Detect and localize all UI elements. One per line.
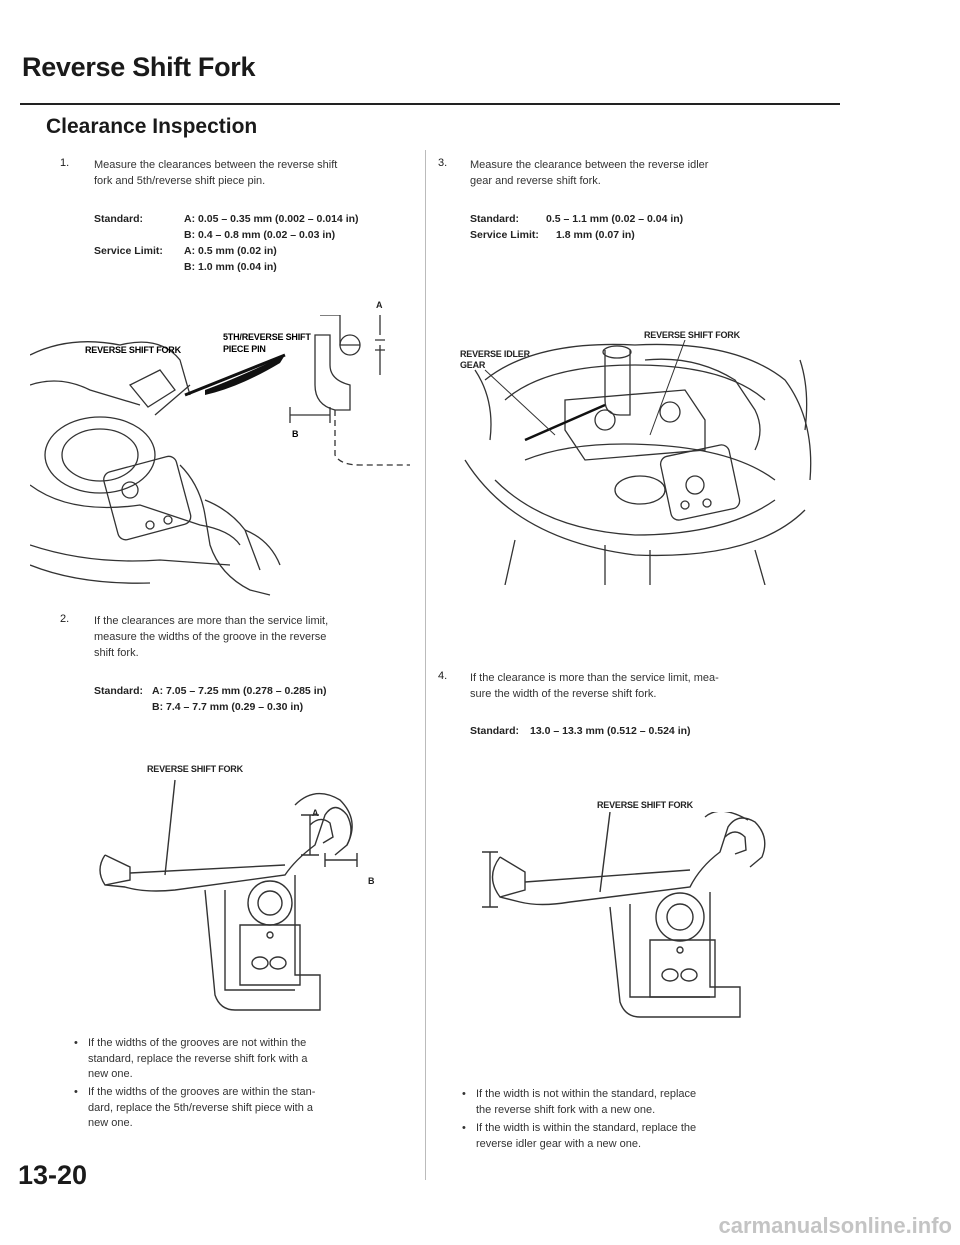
- step-4-bullet-2-line-2: reverse idler gear with a new one.: [476, 1137, 642, 1150]
- step-1-standard-b: B: 0.4 – 0.8 mm (0.02 – 0.03 in): [184, 229, 336, 241]
- label-b: B: [292, 429, 299, 439]
- step-1-standard-a: A: 0.05 – 0.35 mm (0.002 – 0.014 in): [184, 213, 359, 225]
- step-2-bullet-1: • If the widths of the grooves are not w…: [74, 1036, 308, 1083]
- bullet-dot: •: [462, 1088, 466, 1100]
- step-4-bullet-2-line-1: If the width is within the standard, rep…: [476, 1122, 697, 1134]
- step-2-bullet-2-line-1: If the widths of the grooves are within …: [88, 1086, 316, 1098]
- step-4-standard-value: 13.0 – 13.3 mm (0.512 – 0.524 in): [530, 725, 691, 737]
- step-2-text-line-1: If the clearances are more than the serv…: [94, 615, 329, 627]
- step-3-label-gear-line-1: REVERSE IDLER: [460, 349, 530, 359]
- step-4-standard-label: Standard:: [470, 725, 520, 737]
- bullet-dot: •: [74, 1086, 78, 1098]
- label-shift-piece-pin-line-1: 5TH/REVERSE SHIFT: [223, 332, 311, 342]
- step-1-dim-a: A: [376, 300, 383, 310]
- step-1-text-line-1: Measure the clearances between the rever…: [94, 159, 338, 171]
- label-reverse-shift-fork: REVERSE SHIFT FORK: [85, 345, 182, 355]
- page-number: 13-20: [18, 1160, 88, 1190]
- step-2-text-line-2: measure the widths of the groove in the …: [94, 631, 327, 643]
- step-2-standard-label: Standard:: [94, 685, 144, 697]
- column-divider: [425, 150, 426, 1180]
- step-3-number: 3.: [438, 157, 448, 169]
- step-1-standard-label: Standard:: [94, 213, 144, 225]
- step-2-illustration: [99, 779, 358, 1011]
- step-1-service-limit-a: A: 0.5 mm (0.02 in): [184, 245, 277, 257]
- step-2-standard-a: A: 7.05 – 7.25 mm (0.278 – 0.285 in): [152, 685, 327, 697]
- step-3-text-line-2: gear and reverse shift fork.: [470, 175, 601, 187]
- step-2-bullet-2: • If the widths of the grooves are withi…: [74, 1085, 316, 1132]
- step-3-illustration: [464, 340, 812, 585]
- title-rule: [20, 103, 840, 105]
- step-3-standard-value: 0.5 – 1.1 mm (0.02 – 0.04 in): [546, 213, 684, 225]
- watermark: carmanualsonline.info: [718, 1213, 953, 1238]
- step-3-service-limit-label: Service Limit:: [470, 229, 539, 241]
- step-4-bullet-1: • If the width is not within the standar…: [462, 1087, 697, 1118]
- step-2-standard-b: B: 7.4 – 7.7 mm (0.29 – 0.30 in): [152, 701, 304, 713]
- step-3-label-fork: REVERSE SHIFT FORK: [644, 330, 740, 340]
- bullet-dot: •: [462, 1122, 466, 1134]
- step-3-label-gear-line-2: GEAR: [460, 360, 486, 370]
- step-3-text-line-1: Measure the clearance between the revers…: [470, 159, 709, 171]
- step-2-bullet-2-line-3: new one.: [88, 1117, 133, 1129]
- step-2-label-b: B: [368, 876, 375, 886]
- step-1-illustration: REVERSE SHIFT FORK 5TH/REVERSE SHIFT PIE…: [30, 315, 410, 596]
- step-2-label-fork: REVERSE SHIFT FORK: [147, 764, 243, 774]
- step-1-number: 1.: [60, 157, 70, 169]
- step-1-service-limit-b: B: 1.0 mm (0.04 in): [184, 261, 277, 273]
- step-2-bullet-1-line-2: standard, replace the reverse shift fork…: [88, 1052, 308, 1065]
- step-4-number: 4.: [438, 670, 448, 682]
- bullet-dot: •: [74, 1037, 78, 1049]
- step-1-service-limit-label: Service Limit:: [94, 245, 163, 257]
- step-4-text-line-2: sure the width of the reverse shift fork…: [470, 688, 657, 700]
- step-4-label-fork: REVERSE SHIFT FORK: [597, 800, 693, 810]
- step-2-text-line-3: shift fork.: [94, 647, 139, 659]
- step-4-bullet-1-line-2: the reverse shift fork with a new one.: [476, 1103, 656, 1116]
- step-3-standard-label: Standard:: [470, 213, 520, 225]
- step-4-bullet-1-line-1: If the width is not within the standard,…: [476, 1088, 697, 1100]
- step-4-illustration: [482, 812, 766, 1018]
- step-2-label-a: A: [312, 808, 319, 818]
- label-shift-piece-pin-line-2: PIECE PIN: [223, 344, 266, 354]
- page-title: Reverse Shift Fork: [22, 52, 256, 82]
- step-1-text-line-2: fork and 5th/reverse shift piece pin.: [94, 175, 266, 187]
- step-2-bullet-1-line-3: new one.: [88, 1068, 133, 1080]
- section-title: Clearance Inspection: [46, 115, 258, 138]
- step-3-service-limit-value: 1.8 mm (0.07 in): [556, 229, 635, 241]
- step-4-bullet-2: • If the width is within the standard, r…: [462, 1121, 697, 1152]
- step-2-bullet-1-line-1: If the widths of the grooves are not wit…: [88, 1037, 307, 1049]
- step-2-bullet-2-line-2: dard, replace the 5th/reverse shift piec…: [88, 1101, 314, 1114]
- step-2-number: 2.: [60, 613, 70, 625]
- step-4-text-line-1: If the clearance is more than the servic…: [470, 672, 719, 684]
